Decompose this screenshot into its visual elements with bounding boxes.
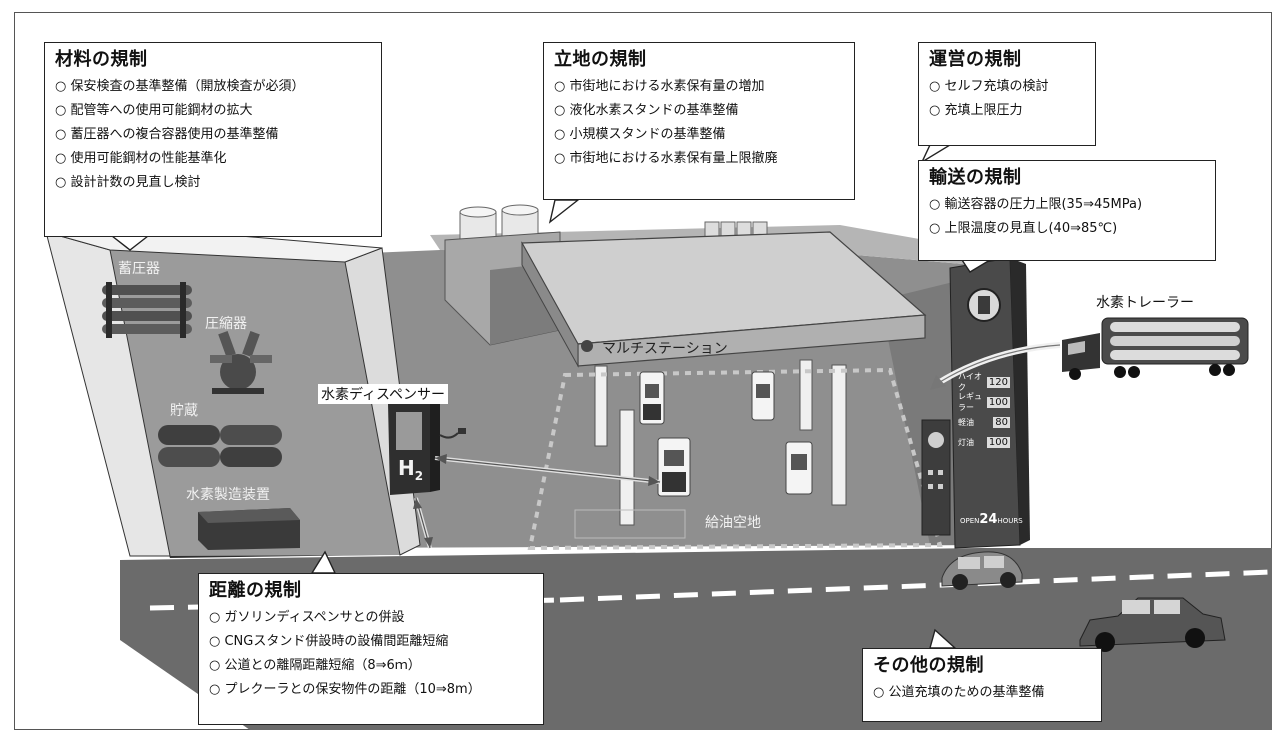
distance-arrow-dispenser-road bbox=[413, 497, 433, 549]
storage-label: 貯蔵 bbox=[170, 403, 198, 419]
trailer-label: 水素トレーラー bbox=[1096, 295, 1194, 311]
operation-regulation-title: 運営の規制 bbox=[929, 49, 1022, 70]
list-item: 市街地における水素保有量の増加 bbox=[554, 75, 844, 99]
trailer-arrowhead bbox=[930, 375, 946, 390]
station-logo-icon bbox=[581, 340, 593, 352]
fuel-pump bbox=[751, 371, 775, 421]
hydrogen-dispenser bbox=[388, 400, 466, 495]
list-item: 設計計数の見直し検討 bbox=[55, 171, 371, 195]
list-item: 使用可能鋼材の性能基準化 bbox=[55, 147, 371, 171]
price-row: 軽油 80 bbox=[958, 416, 1010, 428]
price-panel: ハイオク 120 レギュラー 100 軽油 80 灯油 100 bbox=[958, 372, 1010, 452]
list-item: 輸送容器の圧力上限(35⇒45MPa) bbox=[929, 193, 1205, 217]
material-regulation-title: 材料の規制 bbox=[55, 49, 148, 70]
list-item: 配管等への使用可能鋼材の拡大 bbox=[55, 99, 371, 123]
list-item: 公道との離隔距離短縮（8⇒6ｍ） bbox=[209, 654, 533, 678]
fuel-pump bbox=[639, 371, 665, 425]
production-unit bbox=[198, 508, 300, 550]
transport-regulation-box: 輸送の規制 輸送容器の圧力上限(35⇒45MPa) 上限温度の見直し(40⇒85… bbox=[918, 160, 1216, 261]
distance-arrow-dispenser-pump bbox=[434, 454, 661, 486]
accumulator-cylinders bbox=[102, 282, 192, 338]
distance-regulation-title: 距離の規制 bbox=[209, 580, 302, 601]
other-regulation-box: その他の規制 公道充填のための基準整備 bbox=[862, 648, 1102, 722]
list-item: 充填上限圧力 bbox=[929, 99, 1085, 123]
compressor-unit bbox=[210, 331, 272, 394]
accumulator-label: 蓄圧器 bbox=[118, 261, 160, 277]
material-regulation-box: 材料の規制 保安検査の基準整備（開放検査が必須） 配管等への使用可能鋼材の拡大 … bbox=[44, 42, 382, 237]
list-item: 小規模スタンドの基準整備 bbox=[554, 123, 844, 147]
canopy-pillar bbox=[831, 364, 847, 506]
transport-regulation-title: 輸送の規制 bbox=[929, 167, 1022, 188]
distance-regulation-box: 距離の規制 ガソリンディスペンサとの併設 CNGスタンド併設時の設備間距離短縮 … bbox=[198, 573, 544, 725]
price-row: 灯油 100 bbox=[958, 436, 1010, 448]
list-item: 市街地における水素保有量上限撤廃 bbox=[554, 147, 844, 171]
road-line-right bbox=[559, 569, 1273, 603]
h2-label: H2 bbox=[398, 456, 424, 483]
canopy-pillar bbox=[619, 409, 635, 526]
price-row: ハイオク 120 bbox=[958, 372, 1010, 392]
storage-tanks bbox=[158, 425, 282, 467]
list-item: 公道充填のための基準整備 bbox=[873, 681, 1091, 705]
open-24-hours-sign: OPEN24HOURS bbox=[960, 512, 1023, 527]
operation-regulation-box: 運営の規制 セルフ充填の検討 充填上限圧力 bbox=[918, 42, 1096, 146]
multistation-label: マルチステーション bbox=[602, 341, 728, 357]
car-small bbox=[941, 551, 1023, 590]
price-row: レギュラー 100 bbox=[958, 392, 1010, 412]
fuel-pump bbox=[785, 441, 813, 495]
compressor-label: 圧縮器 bbox=[205, 316, 247, 332]
refuel-area-outline bbox=[527, 367, 943, 551]
hydrogen-trailer bbox=[1062, 317, 1249, 380]
list-item: プレクーラとの保安物件の距離（10⇒8m） bbox=[209, 678, 533, 702]
list-item: 保安検査の基準整備（開放検査が必須） bbox=[55, 75, 371, 99]
list-item: ガソリンディスペンサとの併設 bbox=[209, 606, 533, 630]
dispenser-label: 水素ディスペンサー bbox=[318, 384, 449, 404]
refuel-area-label: 給油空地 bbox=[705, 515, 761, 531]
canopy-side bbox=[521, 241, 579, 368]
other-regulation-title: その他の規制 bbox=[873, 655, 984, 676]
list-item: 液化水素スタンドの基準整備 bbox=[554, 99, 844, 123]
production-label: 水素製造装置 bbox=[186, 487, 270, 503]
location-regulation-box: 立地の規制 市街地における水素保有量の増加 液化水素スタンドの基準整備 小規模ス… bbox=[543, 42, 855, 200]
price-sign-tower bbox=[949, 257, 1030, 549]
trailer-arrow bbox=[934, 344, 1061, 386]
pump-zone bbox=[574, 509, 686, 539]
fuel-pump bbox=[657, 437, 691, 497]
list-item: セルフ充填の検討 bbox=[929, 75, 1085, 99]
canopy-pillar bbox=[799, 359, 813, 431]
list-item: 上限温度の見直し(40⇒85℃) bbox=[929, 217, 1205, 241]
small-info-sign bbox=[921, 419, 951, 536]
list-item: 蓄圧器への複合容器使用の基準整備 bbox=[55, 123, 371, 147]
car-sedan bbox=[1079, 597, 1226, 652]
canopy-pillar bbox=[594, 365, 608, 447]
list-item: CNGスタンド併設時の設備間距離短縮 bbox=[209, 630, 533, 654]
pointer-location bbox=[548, 199, 581, 224]
location-regulation-title: 立地の規制 bbox=[554, 49, 647, 70]
